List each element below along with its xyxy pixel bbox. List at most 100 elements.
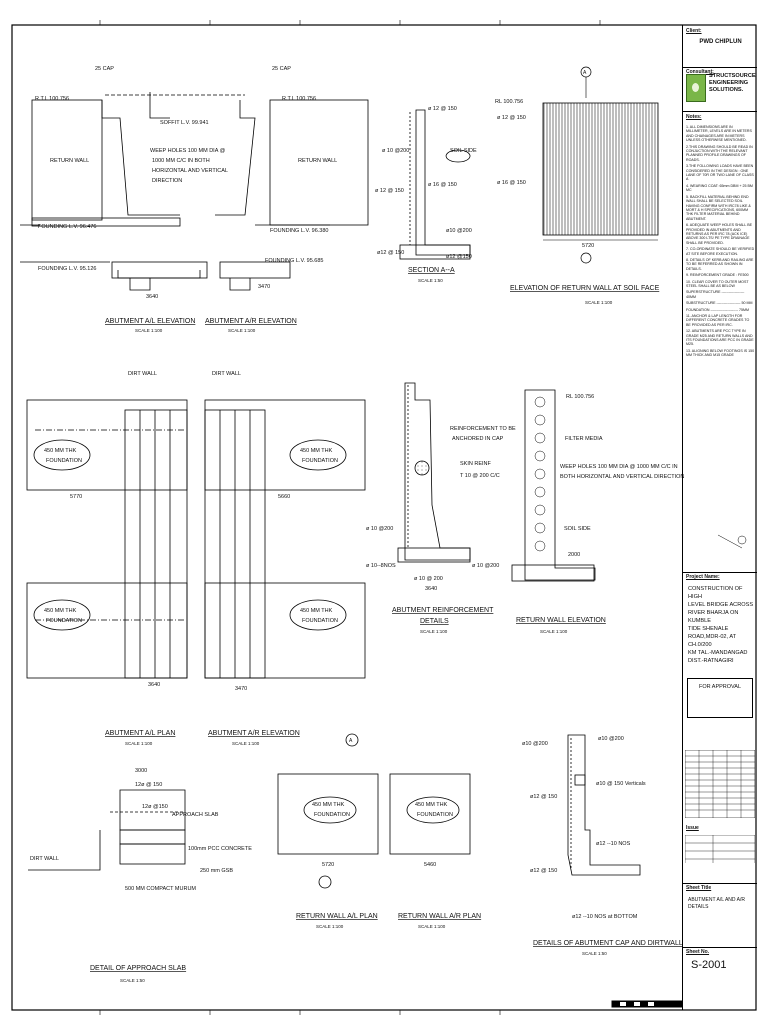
client-label: Client:: [686, 28, 702, 34]
sheet-number: S-2001: [691, 959, 727, 971]
bar-aa-5: ø10 @200: [446, 228, 472, 234]
label-approach-slab: APPROACH SLAB: [172, 812, 219, 818]
consultant-name: STRUCTSOURCE ENGINEERING SOLUTIONS.: [709, 73, 756, 94]
sheet-title-line-2: DETAILS: [688, 904, 709, 910]
bar-aa-1: ø 12 @ 150: [428, 106, 457, 112]
dim-3470: 3470: [258, 284, 270, 290]
approach-slab-detail: [28, 789, 186, 871]
divider: [683, 67, 757, 68]
label-cap-left: 25 CAP: [95, 66, 114, 72]
dim-3640-plan: 3640: [148, 682, 160, 688]
dim-5770: 5770: [70, 494, 82, 500]
label-founding-1: FOUNDING L.V. 96.476: [38, 224, 97, 230]
title-approach-slab: DETAIL OF APPROACH SLAB: [90, 965, 186, 972]
dim-5660: 5660: [278, 494, 290, 500]
consultant-line-2: ENGINEERING: [709, 80, 749, 86]
label-return-wall-left: RETURN WALL: [50, 158, 89, 164]
bar-aa-3: ø 12 @ 150: [375, 188, 404, 194]
dim-5720-soil: 5720: [582, 243, 594, 249]
note-10c: FOUNDATION ----------------------- 75MM: [686, 307, 749, 312]
return-wall-soil-face: [542, 66, 659, 264]
foundation-ar-2: FOUNDATION: [302, 458, 338, 464]
scale-abut-reinf: SCALE 1:100: [420, 629, 448, 634]
label-dirt-wall-al: DIRT WALL: [128, 371, 157, 377]
note-10: 10. CLEAR COVER TO OUTER MOST STEEL SHAL…: [686, 279, 749, 288]
dim-3640-reinf: 3640: [425, 586, 437, 592]
scale-rw-ar-plan: SCALE 1:100: [418, 924, 446, 929]
label-pcc: 100mm PCC CONCRETE: [188, 846, 252, 852]
sheet-title: ABUTMENT A/L AND A/R DETAILS: [688, 897, 745, 911]
project-name: CONSTRUCTION OF HIGH LEVEL BRIDGE ACROSS…: [688, 585, 754, 665]
label-founding-ar-1: FOUNDING L.V. 96.380: [270, 228, 329, 234]
label-rl-soil: RL 100.756: [495, 99, 523, 105]
bar-soil-2: ø 16 @ 150: [497, 180, 526, 186]
reinf-bar-3: ø 10 @ 200: [414, 576, 443, 582]
project-line-2: LEVEL BRIDGE ACROSS: [688, 602, 754, 608]
title-plan-ar: ABUTMENT A/R ELEVATION: [208, 730, 300, 737]
reinf-note-1: REINFORCEMENT TO BE: [450, 426, 516, 432]
scale-section-aa: SCALE 1:50: [418, 278, 443, 283]
title-block: Client: PWD CHIPLUN Consultant: STRUCTSO…: [682, 25, 757, 1010]
label-soil-side-rw: SOIL SIDE: [564, 526, 591, 532]
foundation-ar-3: 450 MM THK: [300, 608, 333, 614]
note-10a: SUPERSTRUCTURE ------------------- 40MM: [686, 290, 745, 299]
project-line-1: CONSTRUCTION OF HIGH: [688, 586, 743, 600]
title-abut-reinf-2: DETAILS: [420, 618, 449, 625]
abutment-ar-elevation: [215, 99, 369, 291]
foundation-rwal-2: FOUNDATION: [314, 812, 350, 818]
consultant-label: Consultant:: [686, 69, 714, 75]
divider: [683, 572, 757, 573]
issue-table: [685, 835, 755, 863]
consultant-line-3: SOLUTIONS.: [709, 87, 744, 93]
foundation-rwal-1: 450 MM THK: [312, 802, 345, 808]
title-rw-ar-plan: RETURN WALL A/R PLAN: [398, 913, 481, 920]
return-wall-elevation: [511, 389, 596, 582]
foundation-ar-1: 450 MM THK: [300, 448, 333, 454]
note-4: 4. WEARING COAT: 65mm DBM + 25 BM MC: [686, 183, 753, 193]
cap-bar-1: ø10 @200: [522, 741, 548, 747]
sheet-title-line-1: ABUTMENT A/L AND A/R: [688, 897, 745, 903]
foundation-al-2: FOUNDATION: [46, 458, 82, 464]
note-8: 8. DETAILS OF KERB AND RAILING ARE TO BE…: [686, 257, 754, 271]
foundation-ar-4: FOUNDATION: [302, 618, 338, 624]
label-weep-rw-2: BOTH HORIZONTAL AND VERTICAL DIRECTION: [560, 474, 684, 480]
bar-as-2: 12ø @150: [142, 804, 168, 810]
scale-elev-return-soil: SCALE 1:100: [585, 300, 613, 305]
cap-bar-7: ø12 --10 NOS at BOTTOM: [572, 914, 638, 920]
note-2: 2.THIS DRAWING SHOULD BE READ IN CONJUCT…: [686, 144, 753, 162]
abutment-al-plan: [26, 399, 188, 679]
abutment-reinforcement-detail: [397, 382, 471, 563]
label-rtl-left: R.T.L 100.756: [35, 96, 69, 102]
project-line-7: DIST.-RATNAGIRI: [688, 658, 734, 664]
divider: [683, 883, 757, 884]
label-founding-2: FOUNDING L.V. 95.126: [38, 266, 97, 272]
foundation-al-3: 450 MM THK: [44, 608, 77, 614]
scale-elev-al: SCALE 1:100: [135, 328, 163, 333]
label-rl-rw: RL 100.756: [566, 394, 594, 400]
issue-label: Issue: [686, 825, 699, 831]
bar-soil-1: ø 12 @ 150: [497, 115, 526, 121]
approval-box: FOR APPROVAL: [687, 678, 753, 718]
cap-bar-6: ø12 @ 150: [530, 868, 557, 874]
reinf-note-3: SKIN REINF: [460, 461, 492, 467]
note-5: 5. BACKFILL MATERIAL BEHIND END WALL SHA…: [686, 194, 751, 221]
return-wall-ar-plan: [389, 773, 471, 855]
client-name: PWD CHIPLUN: [699, 39, 742, 45]
note-7: 7. CO-ORDINATE SHOULD BE VERIFIED AT SIT…: [686, 247, 755, 256]
sheet-no-label: Sheet No.: [686, 949, 710, 955]
label-weep-1: WEEP HOLES 100 MM DIA @: [150, 148, 226, 154]
scale-rw-elev: SCALE 1:100: [540, 629, 568, 634]
label-weep-3: HORIZONTAL AND VERTICAL: [152, 168, 228, 174]
note-3: 3.THE FOLLOWING LOADS HAVE BEEN CONSIDER…: [686, 164, 754, 182]
reinf-bar-1: ø 10 @200: [366, 526, 393, 532]
scale-rw-al-plan: SCALE 1:100: [316, 924, 344, 929]
title-plan-al: ABUTMENT A/L PLAN: [105, 730, 175, 737]
note-1: 1. ALL DIMENSIONS ARE IN MILLIMETER, LEV…: [686, 125, 752, 143]
foundation-al-4: FOUNDATION: [46, 618, 82, 624]
bar-aa-2: ø 10 @200: [382, 148, 409, 154]
notes-list: 1. ALL DIMENSIONS ARE IN MILLIMETER, LEV…: [686, 125, 755, 360]
bar-aa-7: ø12 @150: [446, 254, 472, 260]
marker-a-rw: A: [349, 738, 353, 744]
